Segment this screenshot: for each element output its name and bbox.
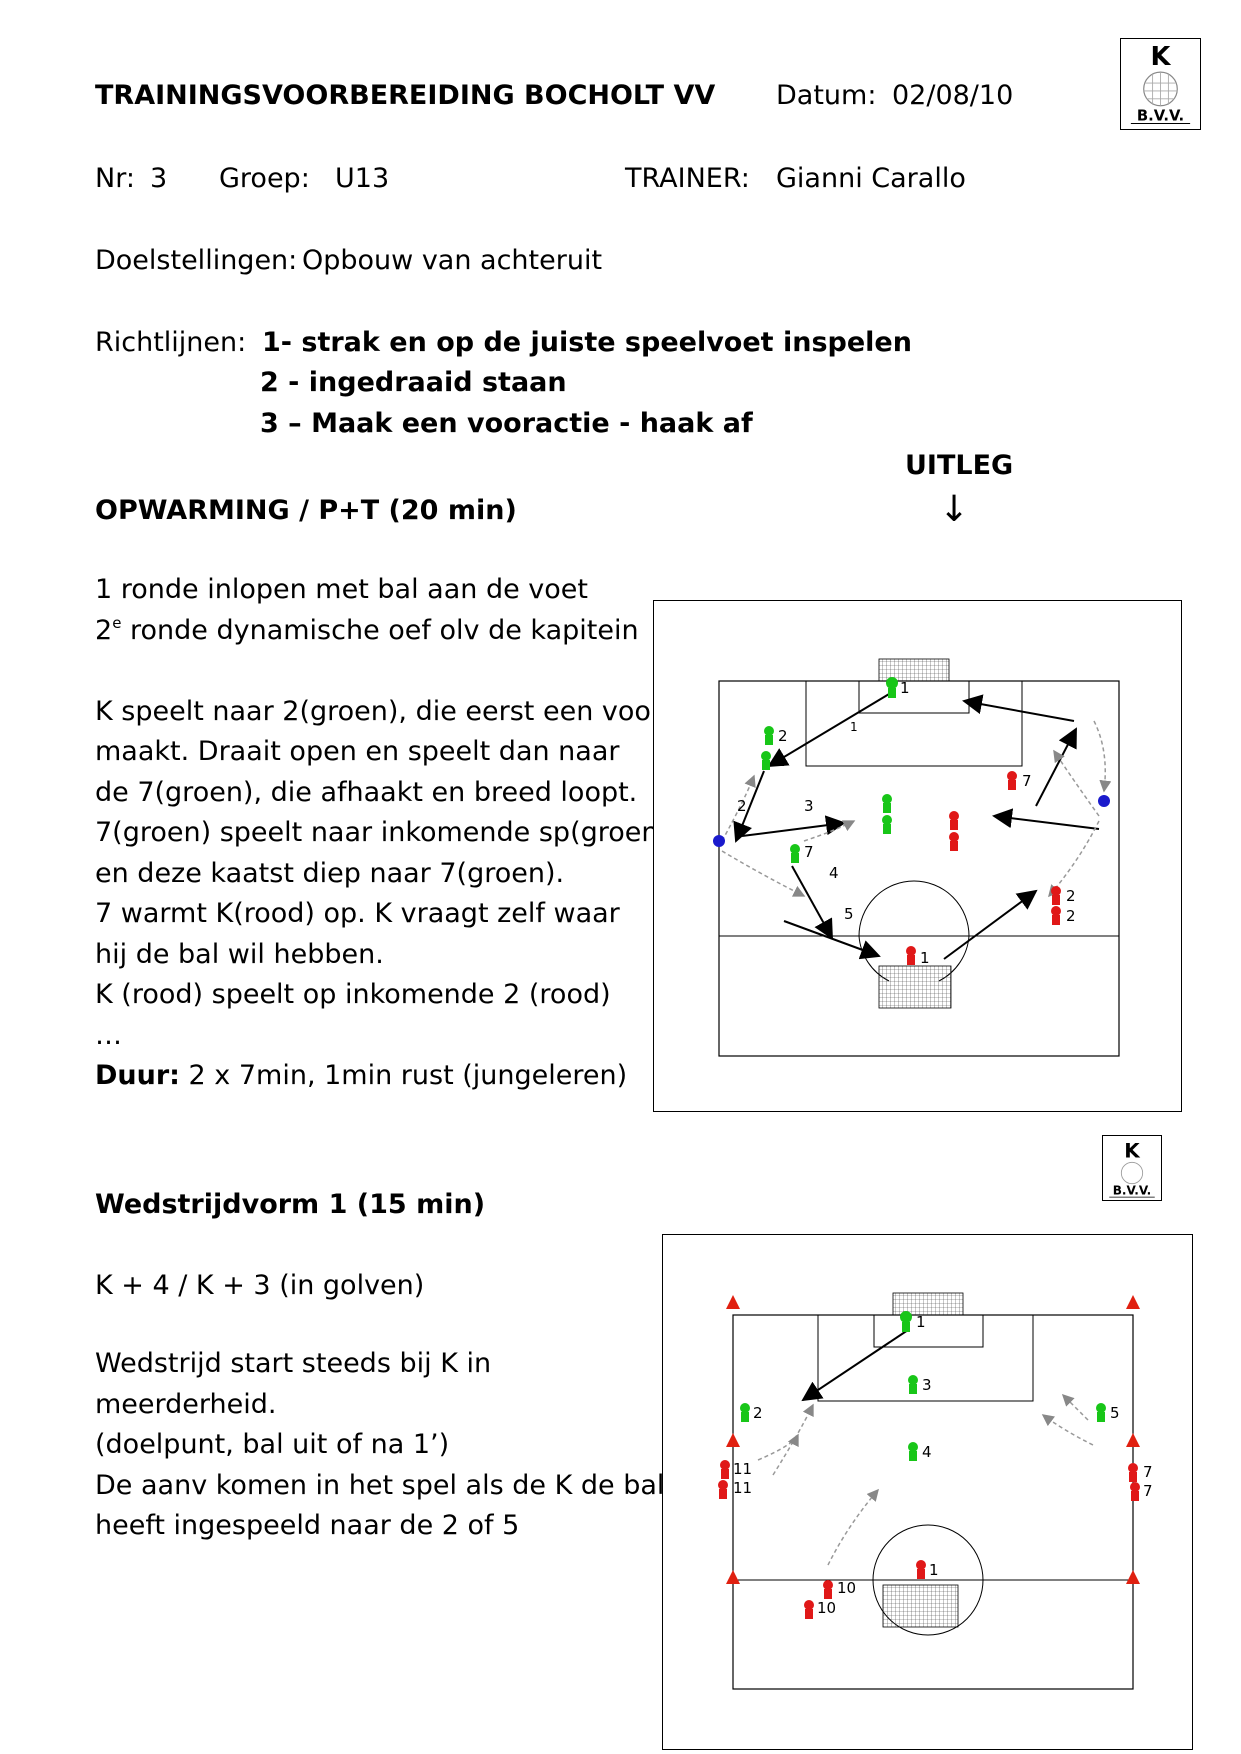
d2-label-r7a: 7 [1143,1463,1153,1481]
d2-label-r10a: 10 [837,1579,856,1597]
logo-letter: K [1151,42,1172,72]
wedstrijdvorm-line: (doelpunt, bal uit of na 1’) [95,1429,450,1460]
opwarming-line: 7 warmt K(rood) op. K vraagt zelf waar [95,898,620,929]
opwarming-spacer [95,651,669,692]
opwarming-line: … [95,1019,122,1051]
d2-label-r11a: 11 [733,1460,752,1478]
opwarming-line: K speelt naar 2(groen), die eerst een vo… [95,695,655,727]
svg-text:B.V.V.: B.V.V. [1113,1183,1152,1197]
d1-label-r7: 7 [1022,772,1032,790]
groep-label: Groep: [219,163,310,194]
groep-value: U13 [335,163,390,194]
d1-label-g7: 7 [804,843,814,861]
nr-label: Nr: [95,163,135,194]
d2-label-k-bottom: 1 [929,1561,939,1579]
opwarming-line-2: 2e ronde dynamische oef olv de kapitein [95,613,639,646]
doelstellingen-label: Doelstellingen: [95,245,298,276]
opwarming-line: maakt. Draait open en speelt dan naar [95,736,620,767]
d1-label-r2b: 2 [1066,907,1076,925]
opwarming-line: de 7(groen), die afhaakt en breed loopt. [95,776,638,808]
doelstellingen-value: Opbouw van achteruit [302,245,603,276]
wedstrijdvorm-line: heeft ingespeeld naar de 2 of 5 [95,1510,520,1541]
trainer-label: TRAINER: [625,163,750,194]
bvv-logo: K B.V.V. [1120,38,1201,130]
opwarming-line: 7(groen) speelt naar inkomende sp(groen) [95,817,670,848]
d1-label-n2: 2 [737,797,747,815]
nr-value: 3 [150,163,168,194]
duur-line: Duur: 2 x 7min, 1min rust (jungeleren) [95,1060,628,1091]
svg-text:K: K [1124,1139,1141,1162]
trainer-value: Gianni Carallo [776,163,966,194]
d2-label-r11b: 11 [733,1479,752,1497]
d1-label-box: 1 [850,720,858,734]
wedstrijdvorm-line: Wedstrijd start steeds bij K in [95,1348,492,1379]
d1-label-n5: 5 [844,905,854,923]
opwarming-line: K (rood) speelt op inkomende 2 (rood) [95,979,611,1010]
datum-value: 02/08/10 [892,80,1014,111]
d1-label-r2a: 2 [1066,887,1076,905]
d2-label-g4: 4 [922,1443,932,1461]
opwarming-diagram: 1 1 2 2 2 3 7 7 4 5 2 2 1 [653,600,1182,1112]
d1-label-n4: 4 [829,864,839,882]
down-arrow-icon: ↓ [939,489,970,530]
opwarming-line: 1 ronde inlopen met bal aan de voet [95,574,588,605]
d2-label-g2: 2 [753,1404,763,1422]
opwarming-line: hij de bal wil hebben. [95,938,384,970]
wedstrijdvorm-heading: Wedstrijdvorm 1 (15 min) [95,1189,486,1220]
d1-label-k-bottom: 1 [920,949,930,967]
richtlijn-1: 1- strak en op de juiste speelvoet inspe… [262,327,912,358]
datum-label: Datum: [776,80,877,111]
blue-cone-left [713,835,725,847]
d2-label-k-top: 1 [916,1313,926,1331]
d2-label-r10b: 10 [817,1599,836,1617]
uitleg-label: UITLEG [905,450,1014,481]
bvv-logo-small: K B.V.V. [1102,1135,1162,1201]
d1-label-k-top: 1 [900,679,910,697]
d1-label-n3: 3 [804,797,814,815]
d1-label-g2a: 2 [778,727,788,745]
richtlijn-3: 3 – Maak een vooractie - haak af [260,408,753,439]
opwarming-description: 1 ronde inlopen met bal aan de voet 2e r… [95,570,669,1097]
wedstrijdvorm-diagram: 1 2 3 4 5 11 11 7 7 10 10 1 [662,1234,1193,1750]
opwarming-heading: OPWARMING / P+T (20 min) [95,495,517,526]
richtlijnen-label: Richtlijnen: [95,327,247,358]
wedstrijdvorm-line: De aanv komen in het spel als de K de ba… [95,1469,665,1501]
d2-label-r7b: 7 [1143,1482,1153,1500]
wedstrijdvorm-format: K + 4 / K + 3 (in golven) [95,1270,425,1301]
logo-caption: B.V.V. [1137,108,1184,125]
d2-label-g5: 5 [1110,1404,1120,1422]
d1-label-g2b: 2 [776,752,786,770]
d2-label-g3: 3 [922,1376,932,1394]
wedstrijdvorm-description: Wedstrijd start steeds bij K in meerderh… [95,1344,664,1547]
document-title: TRAININGSVOORBEREIDING BOCHOLT VV [95,80,716,111]
opwarming-line: en deze kaatst diep naar 7(groen). [95,857,565,889]
richtlijn-2: 2 - ingedraaid staan [260,367,567,398]
blue-cone-right [1098,795,1110,807]
wedstrijdvorm-line: meerderheid. [95,1388,277,1420]
